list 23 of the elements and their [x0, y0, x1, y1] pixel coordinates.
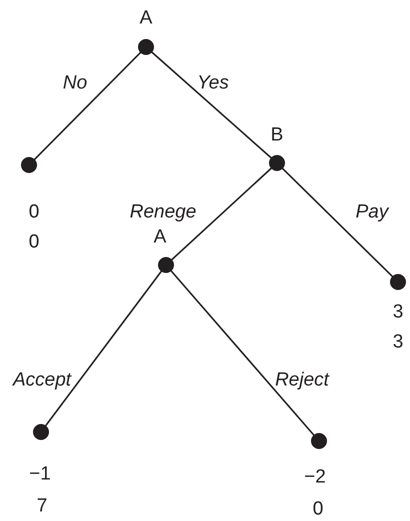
payoff-value: −1	[29, 464, 51, 484]
edge-label: Yes	[197, 74, 229, 92]
edge-label: No	[62, 74, 88, 92]
edge-label: Pay	[356, 202, 388, 222]
payoff-value: 3	[392, 332, 404, 352]
player-label: B	[270, 126, 284, 144]
payoff-value: 7	[36, 496, 48, 516]
payoff-value: 3	[392, 302, 404, 322]
player-label: A	[154, 228, 166, 246]
branch-line	[150, 51, 272, 159]
edge-label: Renege	[130, 202, 196, 222]
branch-line	[44, 270, 162, 427]
payoff-value: 0	[28, 202, 40, 222]
payoff-value: 0	[28, 232, 40, 252]
branch-line	[33, 51, 142, 161]
branch-line	[170, 167, 272, 261]
payoff-value: 0	[312, 500, 324, 518]
edge-label: Reject	[275, 370, 329, 390]
edge-label: Accept	[12, 370, 72, 390]
branch-line	[281, 167, 394, 278]
branch-line	[170, 270, 316, 436]
player-label: A	[140, 8, 152, 28]
payoff-value: −2	[304, 468, 326, 486]
